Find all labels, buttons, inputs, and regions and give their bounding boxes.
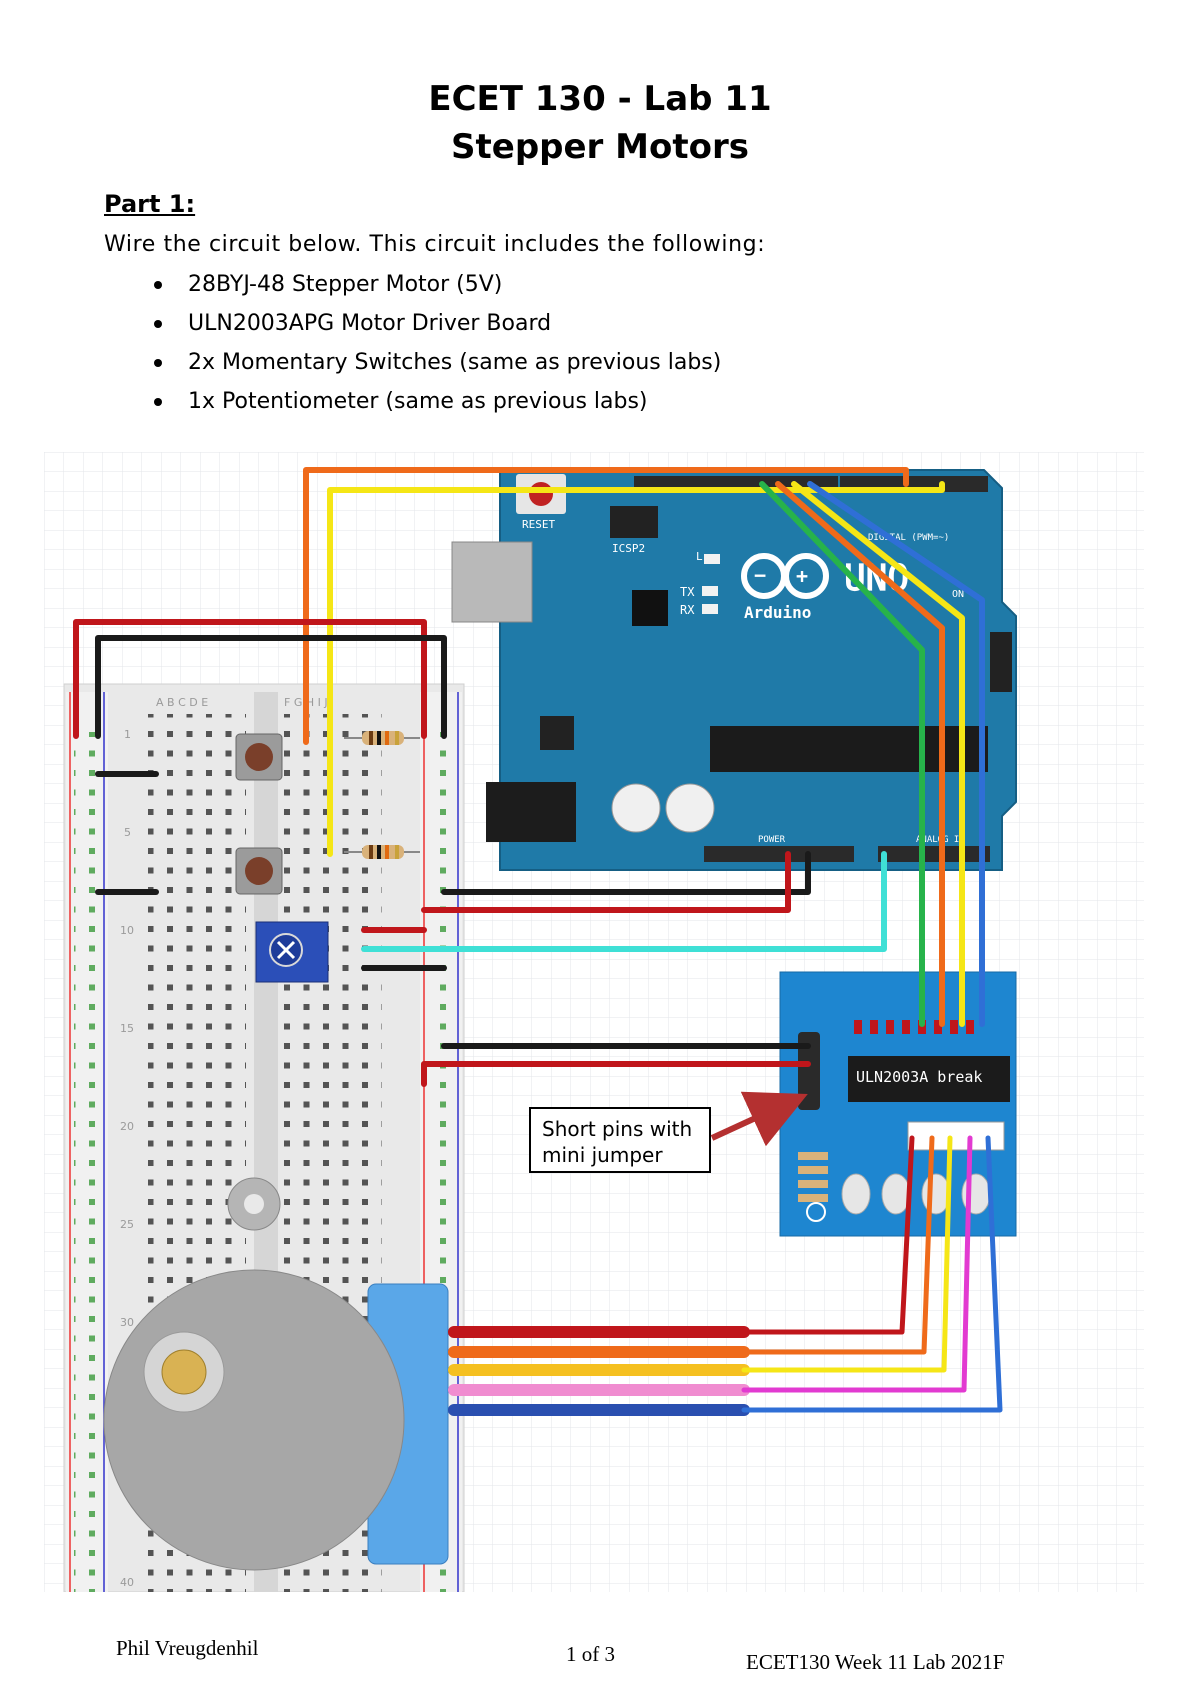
led-d	[841, 1173, 871, 1215]
tx-label: TX	[680, 585, 695, 599]
component-label: 28BYJ-48 Stepper Motor (5V)	[188, 272, 503, 297]
wire-green-pin11	[759, 481, 925, 1027]
arduino-wordmark: Arduino	[744, 603, 811, 622]
power-label: POWER	[758, 835, 786, 845]
push-button-1	[235, 733, 283, 781]
arduino-logo: − +	[741, 553, 829, 599]
usb-connector	[451, 541, 533, 623]
wire-orange-pin4	[303, 467, 909, 745]
icsp2-header	[610, 506, 658, 538]
row-label: 40	[120, 1576, 134, 1589]
bullet-icon	[154, 281, 162, 289]
wires	[73, 467, 1003, 1416]
regulator	[540, 716, 574, 750]
component-label: ULN2003APG Motor Driver Board	[188, 311, 552, 336]
uln2003-driver-board: ULN2003A break	[779, 971, 1017, 1237]
component-list: 28BYJ-48 Stepper Motor (5V) ULN2003APG M…	[150, 270, 721, 426]
component-label: 2x Momentary Switches (same as previous …	[188, 350, 722, 375]
on-label: ON	[952, 589, 964, 600]
component-label: 1x Potentiometer (same as previous labs)	[188, 389, 648, 414]
bullet-icon	[154, 359, 162, 367]
document-subtitle: Stepper Motors	[451, 127, 749, 167]
wire-orange-motor	[741, 1135, 935, 1355]
jumper-callout: Short pins with mini jumper	[529, 1091, 808, 1173]
wire-yellow-pin2	[327, 481, 945, 857]
part-heading: Part 1:	[104, 190, 196, 218]
svg-text:+: +	[796, 564, 808, 588]
wire-blue-motor	[741, 1135, 1003, 1413]
row-label: 5	[124, 826, 131, 839]
rx-label: RX	[680, 603, 695, 617]
power-jumper-header	[798, 1032, 820, 1110]
power-header	[704, 846, 854, 862]
digital-label: DIGITAL (PWM=~)	[868, 533, 949, 543]
list-item: 2x Momentary Switches (same as previous …	[150, 348, 721, 387]
wire-cyan-a0	[361, 851, 887, 952]
svg-text:−: −	[754, 563, 766, 587]
wire-red-motor	[741, 1135, 915, 1335]
row-label: 10	[120, 924, 134, 937]
callout-text-line1: Short pins with	[542, 1117, 692, 1141]
led-c	[881, 1173, 911, 1215]
list-item: 28BYJ-48 Stepper Motor (5V)	[150, 270, 721, 309]
intro-text: Wire the circuit below. This circuit inc…	[104, 232, 766, 257]
stepper-motor	[103, 1177, 449, 1571]
wire-orange-pin10	[775, 481, 945, 1027]
wire-yellow-motor	[741, 1135, 953, 1373]
wire-black-gnd-rail	[95, 635, 447, 739]
wire-black-arduino-gnd	[441, 851, 811, 895]
wire-pink-motor	[741, 1135, 973, 1393]
column-labels-left: A B C D E	[156, 696, 208, 709]
row-label: 1	[124, 728, 131, 741]
reset-button	[529, 482, 553, 506]
resistor-1	[344, 731, 420, 745]
row-label: 20	[120, 1120, 134, 1133]
callout-text-line2: mini jumper	[542, 1143, 663, 1167]
chip-label: ULN2003A break	[856, 1068, 982, 1086]
wire-red-5v-rail	[73, 619, 427, 739]
push-button-2	[235, 847, 283, 895]
resistor-2	[344, 845, 420, 859]
wire-blue-pin8	[807, 481, 985, 1027]
reset-label: RESET	[522, 518, 555, 531]
led-l-label: L	[696, 550, 703, 563]
row-label: 25	[120, 1218, 134, 1231]
power-jack	[486, 782, 576, 842]
wire-yellow-pin9	[791, 481, 965, 1027]
row-label: 30	[120, 1316, 134, 1329]
document-title: ECET 130 - Lab 11	[428, 79, 772, 119]
footer-course: ECET130 Week 11 Lab 2021F	[746, 1650, 1005, 1674]
brand-logo	[806, 1202, 826, 1222]
atmega-chip	[710, 726, 988, 772]
capacitor-1	[611, 783, 661, 833]
icsp-header	[990, 632, 1012, 692]
footer-author: Phil Vreugdenhil	[116, 1636, 259, 1660]
wire-red-driver-vcc	[421, 1061, 811, 1087]
breadboard: A B C D E F G H I J 1 5 10 15 20 25 30 4…	[63, 683, 465, 1592]
potentiometer	[255, 921, 329, 983]
list-item: ULN2003APG Motor Driver Board	[150, 309, 721, 348]
bullet-icon	[154, 320, 162, 328]
bullet-icon	[154, 398, 162, 406]
analog-header	[878, 846, 990, 862]
row-label: 15	[120, 1022, 134, 1035]
callout-box	[529, 1107, 711, 1173]
icsp2-label: ICSP2	[612, 542, 645, 555]
capacitor-2	[665, 783, 715, 833]
uln2003-chip	[848, 1056, 1010, 1102]
wiring-diagram: A B C D E F G H I J 1 5 10 15 20 25 30 4…	[44, 452, 1144, 1592]
usb-chip	[632, 590, 668, 626]
footer-page-number: 1 of 3	[566, 1642, 615, 1666]
wire-red-arduino-5v	[421, 851, 791, 913]
callout-arrow	[710, 1091, 808, 1147]
list-item: 1x Potentiometer (same as previous labs)	[150, 387, 721, 426]
arduino-uno-board: RESET ICSP2 L TX RX − + Arduino	[451, 469, 1017, 871]
